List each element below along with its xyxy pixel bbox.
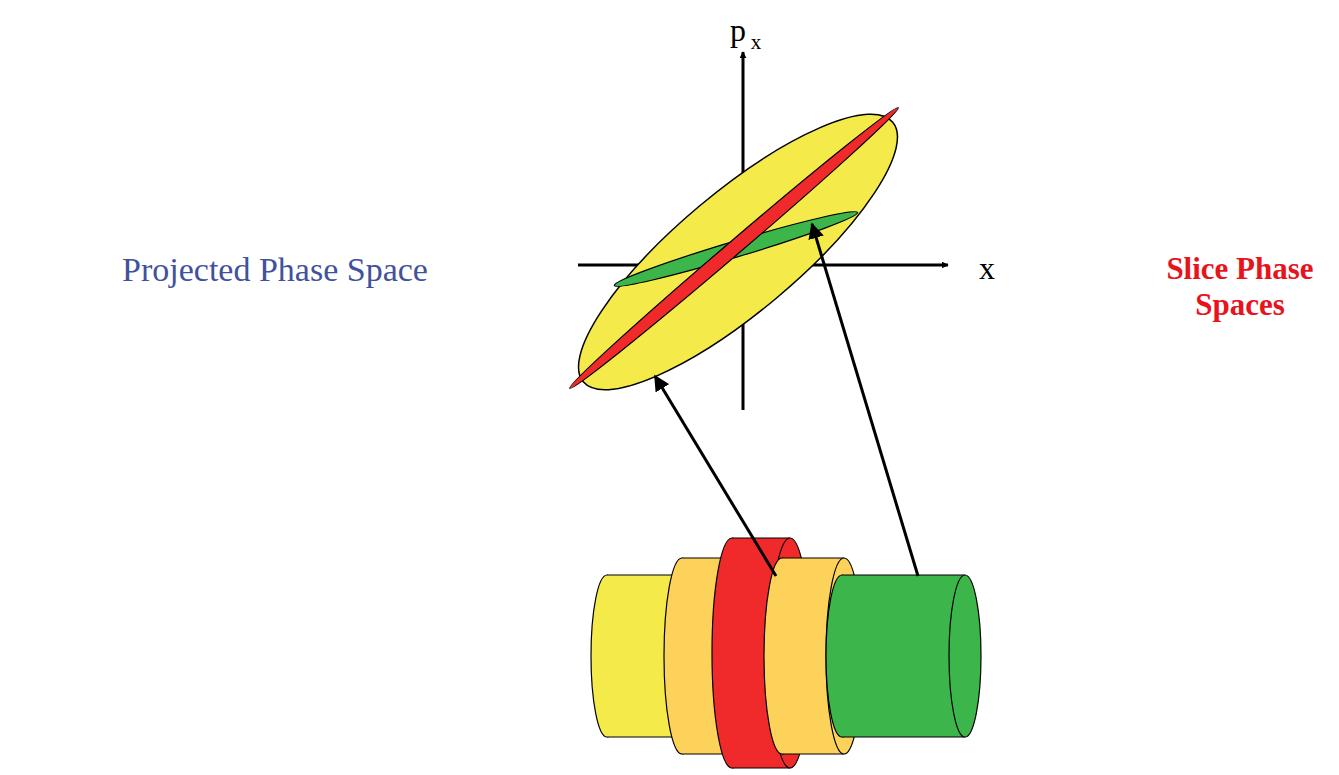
axis-subscript: x [751,30,762,54]
projected-ellipse [545,76,932,428]
bunch-cylinder [591,538,981,768]
projected-label: Projected Phase Space [122,250,428,289]
green-slice-arrow [812,224,918,576]
slice-label: Slice Phase Spaces [1145,251,1335,322]
axis-label: x [979,250,995,287]
axis-label: p [730,12,746,49]
red-slice-ellipse [565,102,903,393]
red-slice-arrow [655,376,776,576]
